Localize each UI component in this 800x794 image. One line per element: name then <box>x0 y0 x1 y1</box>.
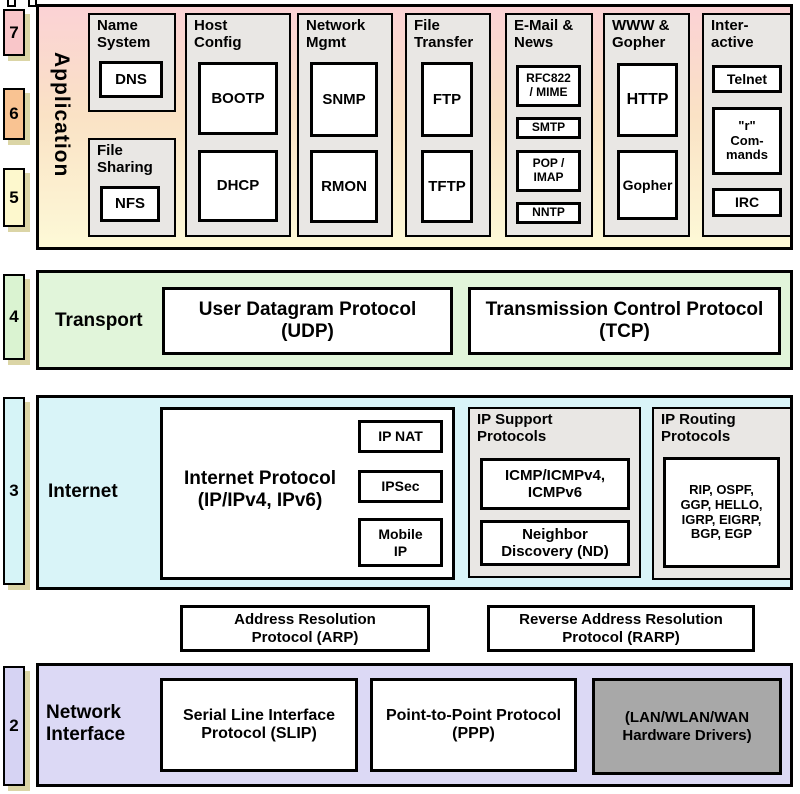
protocol-r-commands: "r" Com- mands <box>712 107 782 175</box>
crop-artifact-right <box>28 0 37 7</box>
group-interactive: Inter- active Telnet "r" Com- mands IRC <box>702 13 792 237</box>
group-ip-routing-header: IP Routing Protocols <box>661 411 736 445</box>
layer-number-5: 5 <box>3 168 25 227</box>
group-host-config: Host Config BOOTP DHCP <box>185 13 291 237</box>
protocol-gopher: Gopher <box>617 150 678 220</box>
protocol-tcp: Transmission Control Protocol (TCP) <box>468 287 781 355</box>
protocol-ipsec: IPSec <box>358 470 443 503</box>
protocol-snmp: SNMP <box>310 62 378 137</box>
protocol-ip-container: Internet Protocol (IP/IPv4, IPv6) IP NAT… <box>160 407 455 580</box>
hardware-drivers-box: (LAN/WLAN/WAN Hardware Drivers) <box>592 678 782 775</box>
group-email-news-header: E-Mail & News <box>514 17 574 51</box>
protocol-ip-label: Internet Protocol (IP/IPv4, IPv6) <box>183 468 336 511</box>
group-interactive-header: Inter- active <box>711 17 754 51</box>
internet-layer-label: Internet <box>48 481 118 502</box>
protocol-rmon: RMON <box>310 150 378 223</box>
group-file-sharing: File Sharing NFS <box>88 138 176 237</box>
protocol-pop-imap: POP / IMAP <box>516 150 581 192</box>
crop-artifact-left <box>7 0 16 7</box>
layer-number-7: 7 <box>3 9 25 56</box>
group-file-sharing-header: File Sharing <box>97 142 153 176</box>
protocol-routing-list: RIP, OSPF, GGP, HELLO, IGRP, EIGRP, BGP,… <box>663 457 780 568</box>
protocol-neighbor-discovery: Neighbor Discovery (ND) <box>480 520 630 566</box>
protocol-smtp: SMTP <box>516 117 581 139</box>
protocol-arp: Address Resolution Protocol (ARP) <box>180 605 430 652</box>
protocol-bootp: BOOTP <box>198 62 278 135</box>
layer-number-6: 6 <box>3 88 25 140</box>
group-network-mgmt: Network Mgmt SNMP RMON <box>297 13 393 237</box>
protocol-ftp: FTP <box>421 62 473 137</box>
layer-number-2: 2 <box>3 666 25 786</box>
protocol-ip-nat: IP NAT <box>358 420 443 453</box>
network-interface-layer-label: Network Interface <box>46 702 126 745</box>
group-ip-routing-protocols: IP Routing Protocols RIP, OSPF, GGP, HEL… <box>652 407 792 580</box>
protocol-irc: IRC <box>712 188 782 217</box>
transport-layer-label: Transport <box>55 310 143 331</box>
protocol-rfc822-mime: RFC822 / MIME <box>516 65 581 107</box>
group-network-mgmt-header: Network Mgmt <box>306 17 366 51</box>
group-name-system: Name System DNS <box>88 13 176 112</box>
protocol-udp: User Datagram Protocol (UDP) <box>162 287 453 355</box>
group-file-transfer-header: File Transfer <box>414 17 474 51</box>
layer-number-4: 4 <box>3 274 25 360</box>
group-file-transfer: File Transfer FTP TFTP <box>405 13 491 237</box>
group-www-gopher-header: WWW & Gopher <box>612 17 670 51</box>
protocol-ppp: Point-to-Point Protocol (PPP) <box>370 678 577 772</box>
protocol-nntp: NNTP <box>516 202 581 224</box>
group-ip-support-protocols: IP Support Protocols ICMP/ICMPv4, ICMPv6… <box>468 407 641 578</box>
group-www-gopher: WWW & Gopher HTTP Gopher <box>603 13 690 237</box>
protocol-rarp: Reverse Address Resolution Protocol (RAR… <box>487 605 755 652</box>
group-email-news: E-Mail & News RFC822 / MIME SMTP POP / I… <box>505 13 593 237</box>
layer-number-3: 3 <box>3 397 25 585</box>
protocol-tftp: TFTP <box>421 150 473 223</box>
protocol-dhcp: DHCP <box>198 150 278 222</box>
protocol-nfs: NFS <box>100 186 160 222</box>
protocol-slip: Serial Line Interface Protocol (SLIP) <box>160 678 358 772</box>
protocol-http: HTTP <box>617 63 678 137</box>
protocol-icmp: ICMP/ICMPv4, ICMPv6 <box>480 458 630 510</box>
group-ip-support-header: IP Support Protocols <box>477 411 553 445</box>
group-name-system-header: Name System <box>97 17 151 51</box>
application-layer-label: Application <box>50 52 73 178</box>
protocol-telnet: Telnet <box>712 65 782 93</box>
protocol-dns: DNS <box>99 61 163 98</box>
group-host-config-header: Host Config <box>194 17 242 51</box>
protocol-mobile-ip: Mobile IP <box>358 518 443 567</box>
